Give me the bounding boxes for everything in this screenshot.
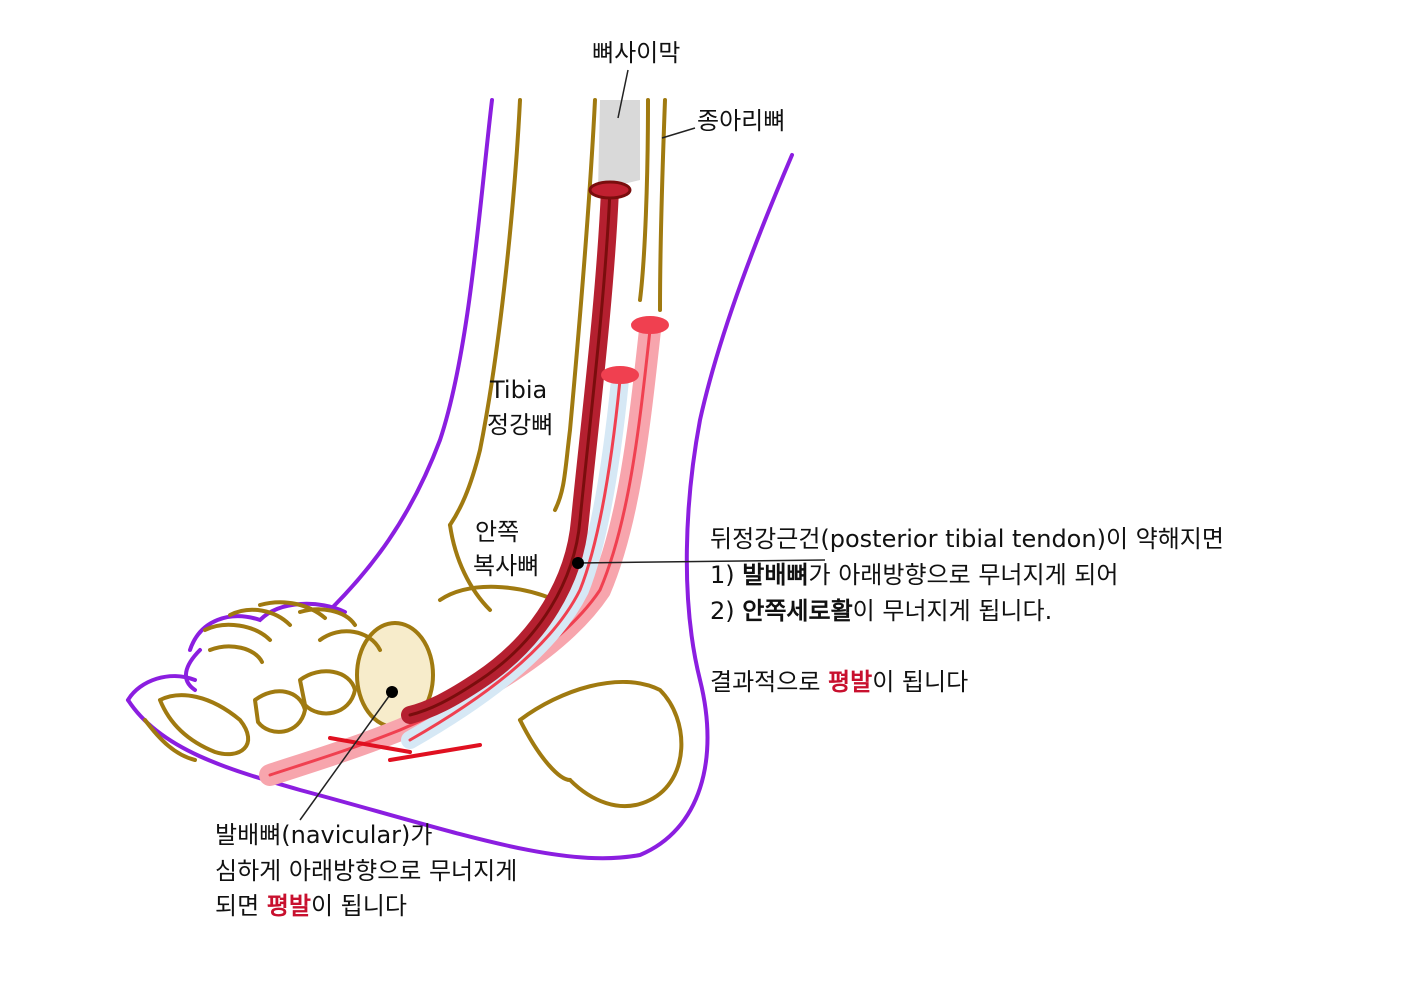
note-right-line3-suffix: 이 무너지게 됩니다. [852,597,1053,625]
note-bottom-line3-red: 평발 [266,892,311,920]
note-right-line4-red: 평발 [828,668,873,696]
tendon-marker-dot [572,557,584,569]
interosseous-membrane [598,100,640,190]
label-medial-malleolus-2: 복사뼈 [473,552,540,580]
note-right-line4-prefix: 결과적으로 [710,668,829,696]
skin-outline [126,98,794,861]
note-bottom-line3-suffix: 이 됩니다 [310,892,407,920]
note-right-line3-bold: 안쪽세로활 [742,597,853,625]
label-fibula: 종아리뼈 [697,107,786,135]
note-right-line2-bold: 발배뼈 [742,561,809,589]
label-medial-malleolus-1: 안쪽 [475,518,520,546]
label-interosseous-membrane: 뼈사이막 [592,39,681,67]
note-right-line2-suffix: 가 아래방향으로 무너지게 되어 [808,561,1119,589]
note-bottom-line3-prefix: 되면 [215,892,267,920]
note-right-line3: 2) 안쪽세로활이 무너지게 됩니다. [710,594,1052,628]
note-bottom-line3: 되면 평발이 됩니다 [215,889,407,923]
leader-lines [299,69,826,821]
note-right-line4-suffix: 이 됩니다 [872,668,969,696]
note-bottom-line2: 심하게 아래방향으로 무너지게 [215,857,518,885]
navicular-marker-dot [386,686,398,698]
note-right-line4: 결과적으로 평발이 됩니다 [710,665,968,699]
note-right-line2-prefix: 1) [710,561,743,589]
note-right-line3-prefix: 2) [710,597,743,625]
tendons [259,180,669,786]
label-tibia-ko: 정강뼈 [487,411,554,439]
note-right-line1: 뒤정강근건(posterior tibial tendon)이 약해지면 [710,525,1224,553]
note-bottom-line1: 발배뼈(navicular)가 [215,821,433,849]
note-right-line2: 1) 발배뼈가 아래방향으로 무너지게 되어 [710,558,1118,592]
label-tibia-en: Tibia [490,376,548,404]
